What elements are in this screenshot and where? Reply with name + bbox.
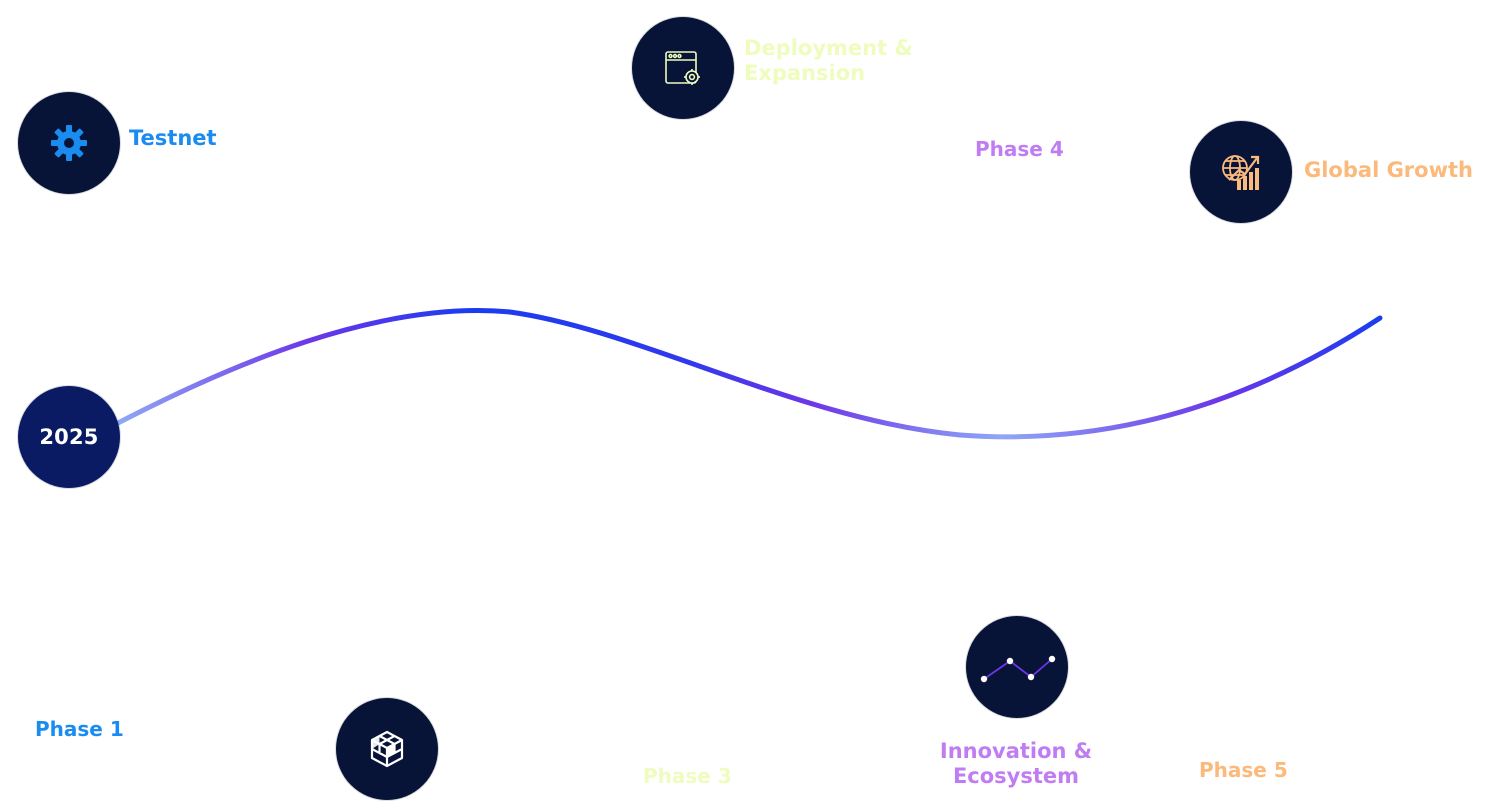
year-label: 2025 [39, 425, 99, 449]
line-graph-icon [980, 655, 1056, 683]
global-growth-node [1190, 121, 1292, 223]
innovation-node [966, 616, 1068, 718]
globe-growth-chart-icon [1222, 155, 1260, 190]
phase-3-label: Phase 3 [643, 764, 732, 788]
year-badge: 2025 [18, 386, 120, 488]
deployment-label-line1: Deployment & [744, 36, 913, 60]
innovation-label-line1: Innovation & [939, 739, 1093, 763]
phase-5-label: Phase 5 [1199, 758, 1288, 782]
global-growth-label: Global Growth [1304, 158, 1473, 182]
blocks-node [336, 698, 438, 800]
browser-settings-icon [665, 51, 700, 85]
cube-blocks-icon [370, 730, 404, 768]
phase-1-label: Phase 1 [35, 717, 124, 741]
timeline-path [115, 308, 1383, 440]
innovation-label-line2: Ecosystem [952, 764, 1080, 788]
deployment-label-line2: Expansion [744, 61, 866, 85]
innovation-label: Innovation & Ecosystem [936, 739, 1096, 789]
testnet-node [18, 92, 120, 194]
testnet-label: Testnet [129, 126, 217, 150]
deployment-node [632, 17, 734, 119]
phase-4-label: Phase 4 [975, 137, 1064, 161]
gear-icon [51, 125, 87, 161]
deployment-label: Deployment & Expansion [744, 36, 913, 86]
